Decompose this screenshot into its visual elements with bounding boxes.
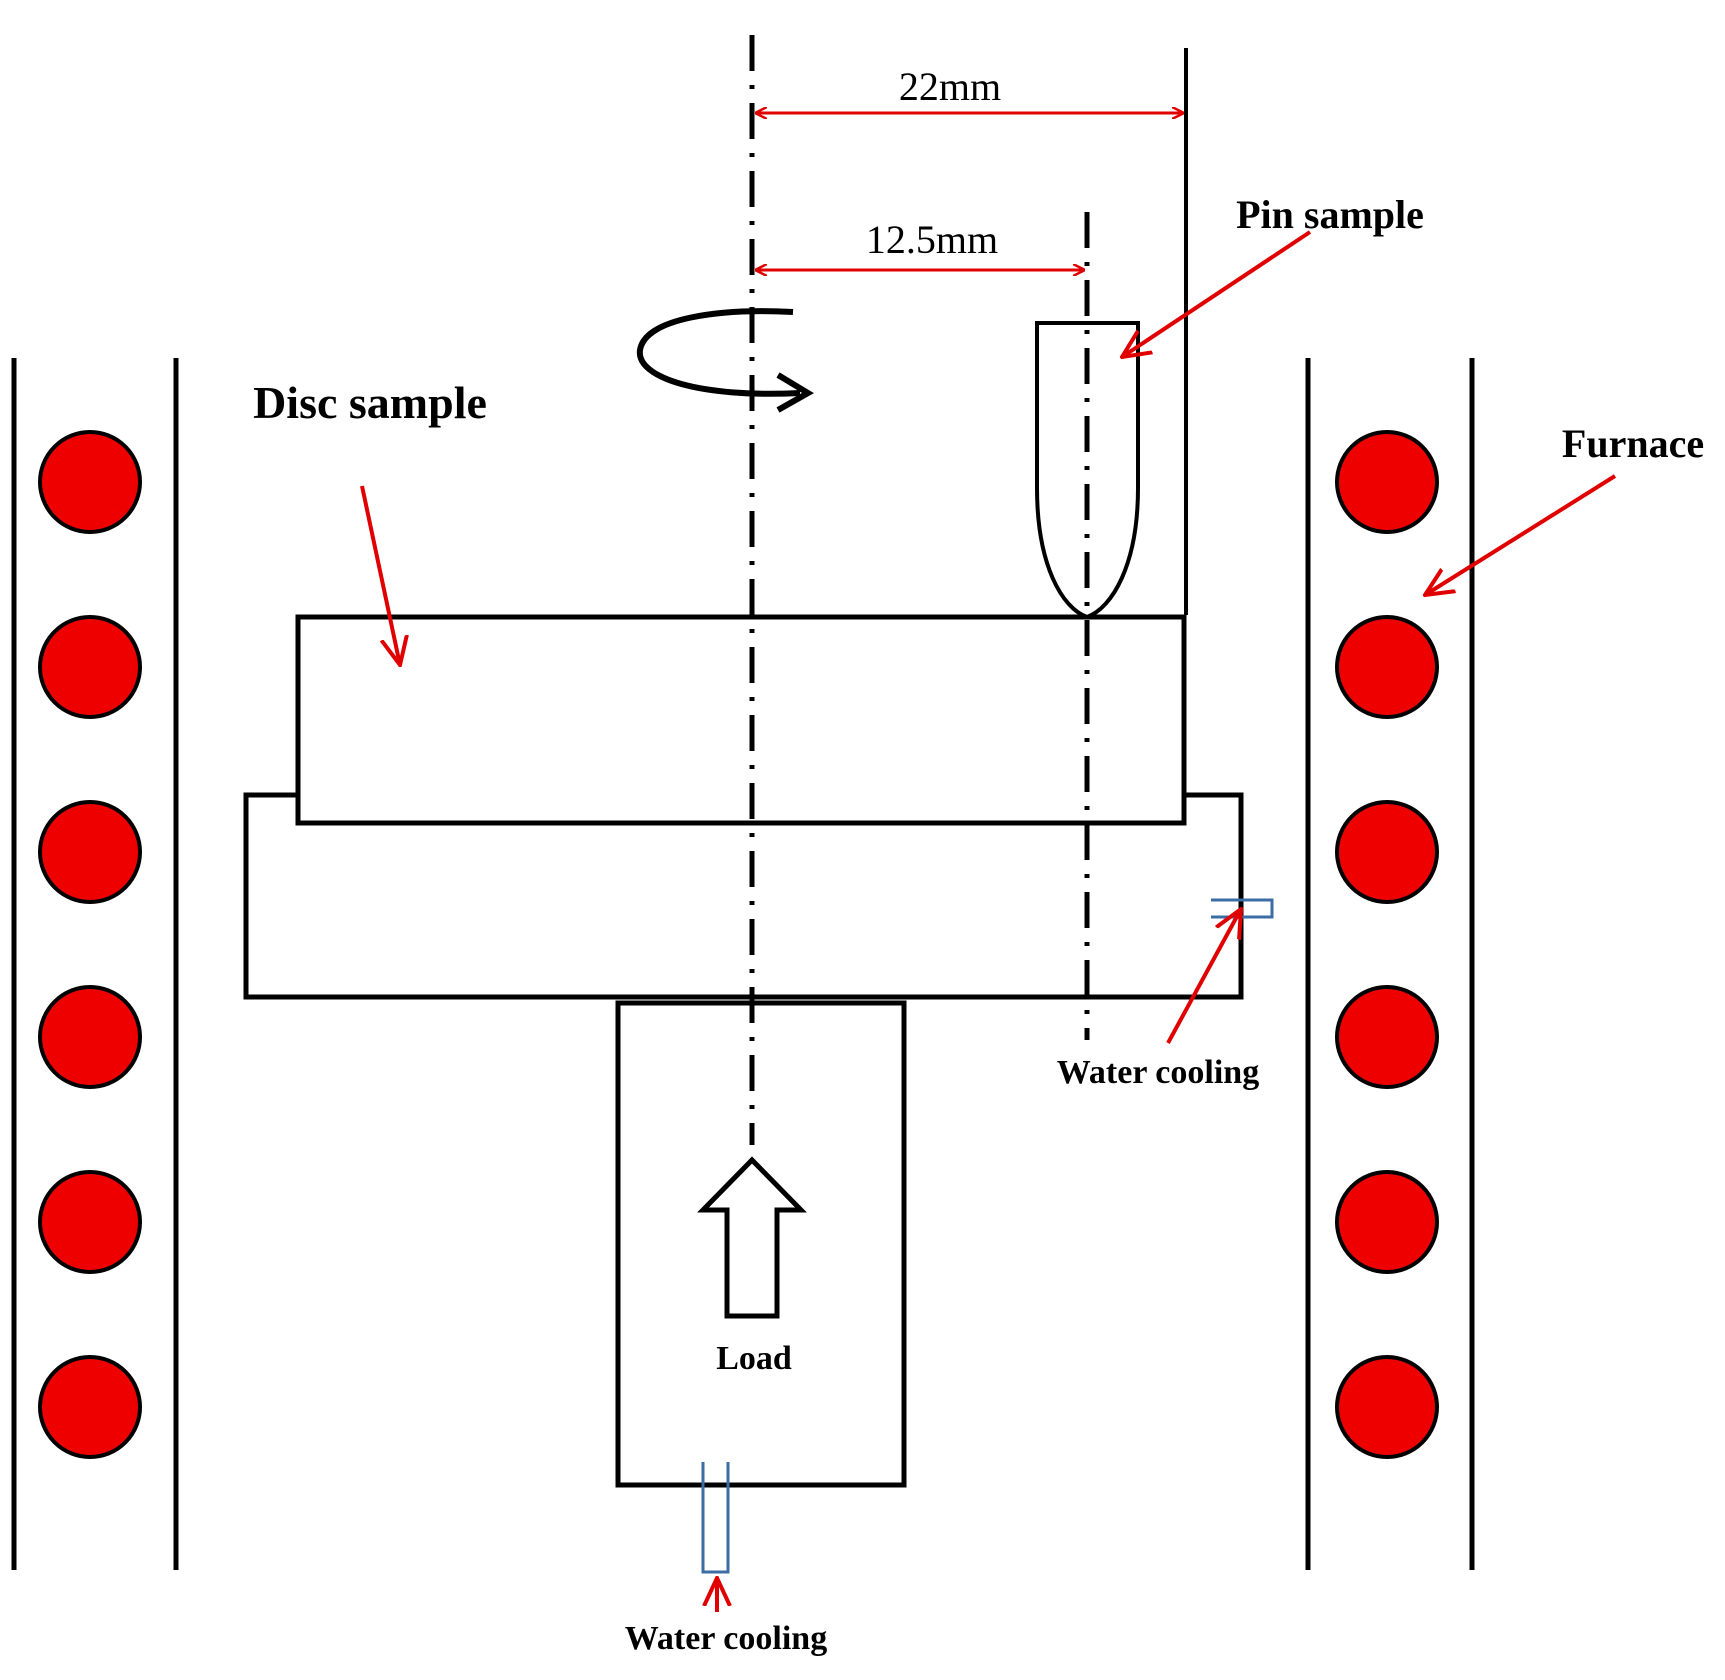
heater-coil <box>1335 615 1439 719</box>
heater-column-left <box>38 430 142 1459</box>
heater-coil <box>38 1355 142 1459</box>
hollow-up-arrow-icon <box>697 1156 807 1319</box>
dim-inner-label: 12.5mm <box>866 217 998 262</box>
load-label: Load <box>716 1340 792 1377</box>
heater-column-right <box>1335 430 1439 1459</box>
curved-rotation-arrow-icon <box>636 308 814 413</box>
disc-sample-pointer <box>360 485 400 665</box>
furnace-left <box>11 358 179 1570</box>
shaft <box>615 1000 907 1488</box>
dim-outer-label: 22mm <box>899 64 1001 109</box>
heater-coil <box>38 985 142 1089</box>
furnace-pointer <box>1425 474 1617 595</box>
heater-coil <box>38 1170 142 1274</box>
heater-coil <box>1335 800 1439 904</box>
pin-sample-pointer <box>1122 230 1312 357</box>
pin-sample-label: Pin sample <box>1236 192 1424 237</box>
water-cooling-bottom-label: Water cooling <box>625 1620 827 1657</box>
disc-sample <box>295 614 1187 826</box>
heater-coil <box>38 430 142 534</box>
heater-coil <box>38 800 142 904</box>
disc-sample-label: Disc sample <box>253 377 487 428</box>
heater-coil <box>38 615 142 719</box>
water-cooling-side-label: Water cooling <box>1057 1054 1259 1091</box>
side-cooling-pointer <box>1166 909 1241 1044</box>
furnace-right <box>1305 358 1475 1570</box>
furnace-label: Furnace <box>1562 421 1704 466</box>
heater-coil <box>1335 1170 1439 1274</box>
heater-coil <box>1335 985 1439 1089</box>
bottom-cooling-pipe <box>701 1462 730 1574</box>
heater-coil <box>1335 430 1439 534</box>
heater-coil <box>1335 1355 1439 1459</box>
